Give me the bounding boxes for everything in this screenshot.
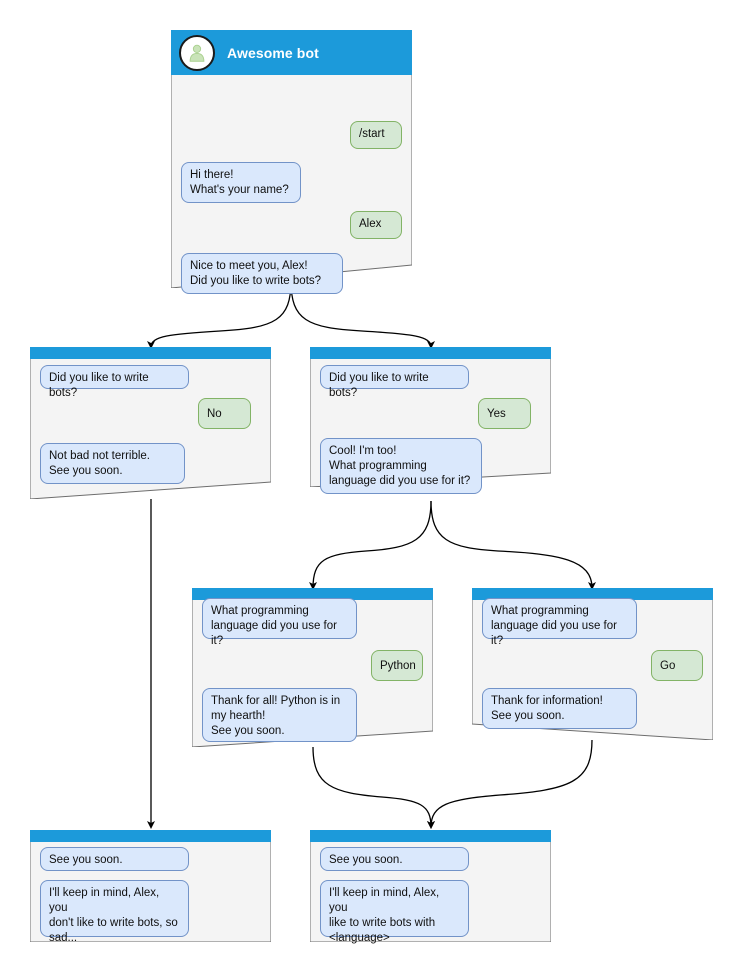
answer-no-card[interactable]: Did you like to write bots? No Not bad n… [30, 347, 271, 499]
message-bubble-user[interactable]: Yes [478, 398, 531, 429]
card-titlebar [310, 347, 551, 359]
edge-yes-to-go [430, 500, 596, 590]
answer-python-card[interactable]: What programming language did you use fo… [192, 588, 433, 747]
card-titlebar [30, 830, 271, 842]
start-card[interactable]: Awesome bot /start Hi there! What's your… [171, 30, 412, 294]
chat-area: What programming language did you use fo… [472, 598, 713, 740]
card-titlebar [310, 830, 551, 842]
card-titlebar [30, 347, 271, 359]
message-bubble-bot[interactable]: Thank for information! See you soon. [482, 688, 637, 729]
chat-area: /start Hi there! What's your name? Alex … [171, 75, 412, 294]
edge-python-to-end-yes [312, 746, 435, 829]
answer-go-card[interactable]: What programming language did you use fo… [472, 588, 713, 740]
message-bubble-bot[interactable]: Did you like to write bots? [320, 365, 469, 399]
message-bubble-bot[interactable]: What programming language did you use fo… [202, 598, 357, 647]
end-yes-card[interactable]: See you soon. I'll keep in mind, Alex, y… [310, 830, 551, 944]
user-avatar-icon [179, 34, 215, 71]
message-bubble-user[interactable]: /start [350, 121, 402, 149]
chat-area: Did you like to write bots? Yes Cool! I'… [310, 359, 551, 494]
end-no-card[interactable]: See you soon. I'll keep in mind, Alex, y… [30, 830, 271, 944]
message-bubble-bot[interactable]: Nice to meet you, Alex! Did you like to … [181, 253, 343, 294]
chat-area: What programming language did you use fo… [192, 598, 433, 747]
message-bubble-user[interactable]: Python [371, 650, 423, 681]
message-bubble-user[interactable]: Alex [350, 211, 402, 239]
chat-area: See you soon. I'll keep in mind, Alex, y… [30, 842, 271, 944]
message-bubble-user[interactable]: No [198, 398, 251, 429]
message-bubble-bot[interactable]: See you soon. [320, 847, 469, 871]
answer-yes-card[interactable]: Did you like to write bots? Yes Cool! I'… [310, 347, 551, 494]
edge-go-to-end-yes [427, 739, 593, 829]
message-bubble-bot[interactable]: Cool! I'm too! What programming language… [320, 438, 482, 494]
person-glyph-icon [189, 44, 205, 62]
message-bubble-bot[interactable]: I'll keep in mind, Alex, you don't like … [40, 880, 189, 944]
chat-area: Did you like to write bots? No Not bad n… [30, 359, 271, 499]
message-bubble-bot[interactable]: Did you like to write bots? [40, 365, 189, 399]
message-bubble-user[interactable]: Go [651, 650, 703, 681]
card-titlebar [472, 588, 713, 600]
edge-yes-to-python [309, 500, 432, 590]
bot-name-label: Awesome bot [227, 44, 319, 61]
message-bubble-bot[interactable]: Hi there! What's your name? [181, 162, 301, 203]
message-bubble-bot[interactable]: Thank for all! Python is in my hearth! S… [202, 688, 357, 742]
card-titlebar [192, 588, 433, 600]
chat-area: See you soon. I'll keep in mind, Alex, y… [310, 842, 551, 944]
message-bubble-bot[interactable]: What programming language did you use fo… [482, 598, 637, 647]
message-bubble-bot[interactable]: I'll keep in mind, Alex, you like to wri… [320, 880, 469, 944]
message-bubble-bot[interactable]: See you soon. [40, 847, 189, 871]
card-titlebar: Awesome bot [171, 30, 412, 75]
message-bubble-bot[interactable]: Not bad not terrible. See you soon. [40, 443, 185, 484]
